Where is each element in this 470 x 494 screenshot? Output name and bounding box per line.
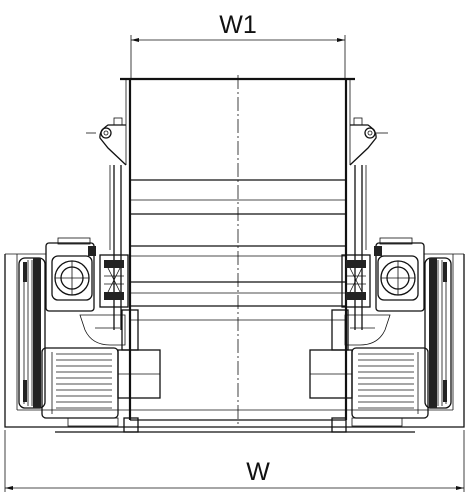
gearbox-right (374, 237, 425, 312)
motor-bracket-right (331, 309, 391, 351)
bearing-housing-right (341, 254, 371, 308)
frame-column-left (109, 165, 122, 330)
gearbox-left (45, 237, 96, 312)
lifting-lug-right (349, 117, 388, 166)
frame-column-right (354, 165, 367, 330)
base-frame (4, 253, 465, 433)
lifting-lug-left (86, 117, 127, 166)
dimension-w-label: W (246, 458, 270, 486)
belt-drive-right (424, 257, 452, 409)
hopper-body (120, 75, 355, 425)
bearing-housing-left (99, 254, 129, 308)
dimension-w1: W1 (130, 11, 346, 80)
belt-drive-left (18, 257, 46, 409)
motor-right (309, 347, 429, 433)
dimension-w1-label: W1 (219, 11, 257, 39)
dimension-w: W (4, 430, 465, 492)
motor-left (41, 347, 161, 433)
